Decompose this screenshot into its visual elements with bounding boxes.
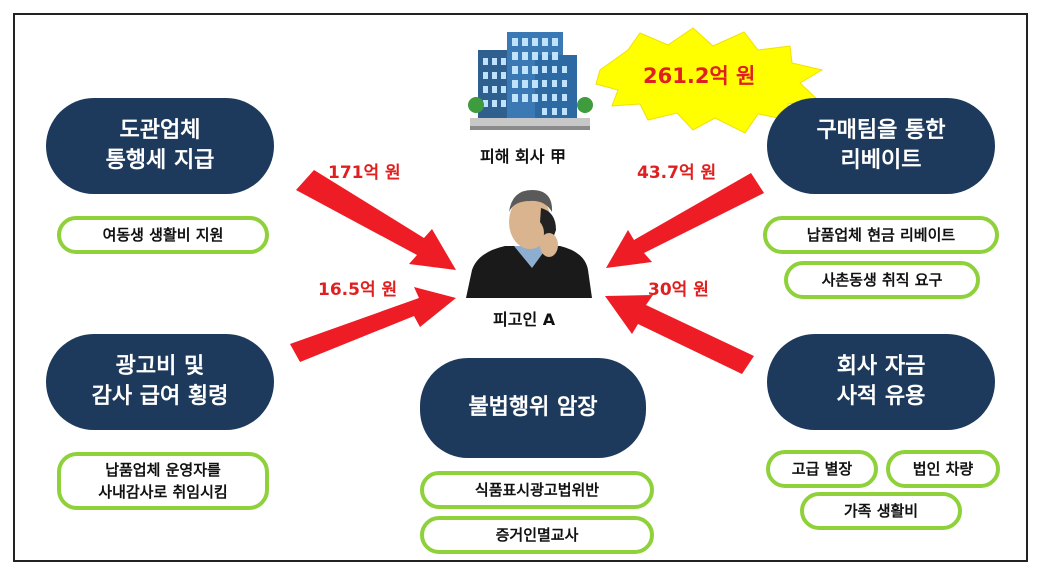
- defendant-label: 피고인 A: [493, 310, 556, 329]
- amount-mid-left: 16.5억 원: [318, 280, 398, 300]
- arrows: [290, 170, 764, 374]
- node-purchasing-rebate: 구매팀을 통한 리베이트: [767, 98, 995, 194]
- arrow-mid-right: [605, 295, 754, 374]
- tag-food-ad-law: 식품표시광고법위반: [420, 471, 654, 509]
- amount-top-right: 43.7억 원: [637, 163, 717, 183]
- victim-company-label: 피해 회사 甲: [480, 147, 567, 166]
- amount-top-left: 171억 원: [328, 163, 401, 183]
- tag-cash-rebate: 납품업체 현금 리베이트: [763, 216, 999, 254]
- tag-villa: 고급 별장: [766, 450, 878, 488]
- arrow-top-right: [606, 173, 764, 268]
- node-fund-misuse: 회사 자금 사적 유용: [767, 334, 995, 430]
- tag-witness-coaching: 증거인멸교사: [420, 516, 654, 554]
- node-distributor-payment: 도관업체 통행세 지급: [46, 98, 274, 194]
- tag-cousin-job: 사촌동생 취직 요구: [784, 261, 980, 299]
- tag-corp-car: 법인 차량: [886, 450, 1000, 488]
- amount-mid-right: 30억 원: [648, 280, 709, 300]
- tag-auditor-appoint: 납품업체 운영자를 사내감사로 취임시킴: [57, 452, 269, 510]
- person-on-phone-icon: [466, 190, 592, 298]
- arrow-top-left: [296, 170, 456, 270]
- node-ad-embezzlement: 광고비 및 감사 급여 횡령: [46, 334, 274, 430]
- arrow-mid-left: [290, 287, 456, 362]
- tag-family-living: 가족 생활비: [800, 492, 962, 530]
- building-icon: [468, 32, 593, 130]
- node-cover-up: 불법행위 암장: [420, 358, 646, 458]
- total-amount-label: 261.2억 원: [643, 64, 756, 88]
- tag-sister-living: 여동생 생활비 지원: [57, 216, 269, 254]
